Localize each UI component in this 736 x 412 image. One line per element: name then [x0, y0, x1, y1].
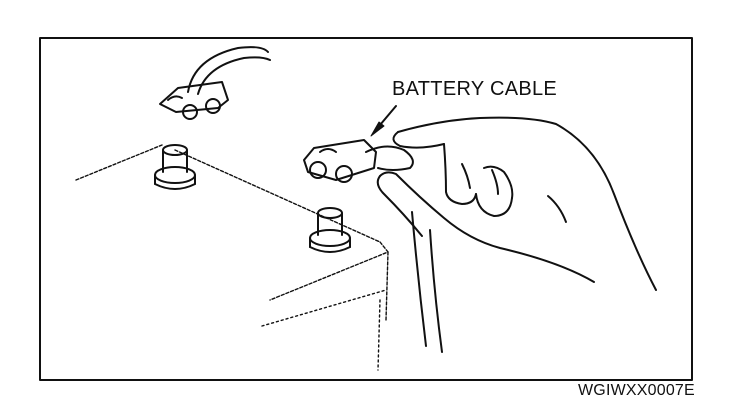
figure-code-label: WGIWXX0007E [578, 382, 695, 399]
callout-arrowhead [370, 121, 385, 137]
hand-illustration [365, 116, 657, 353]
battery-terminal-post [309, 207, 351, 253]
upper-cable-clamp [159, 46, 271, 120]
battery-cable-label: BATTERY CABLE [392, 78, 558, 100]
figure-frame [39, 37, 693, 381]
battery-terminal-post [154, 144, 196, 190]
battery-case [75, 144, 389, 371]
battery-cable-clamp [303, 139, 377, 183]
